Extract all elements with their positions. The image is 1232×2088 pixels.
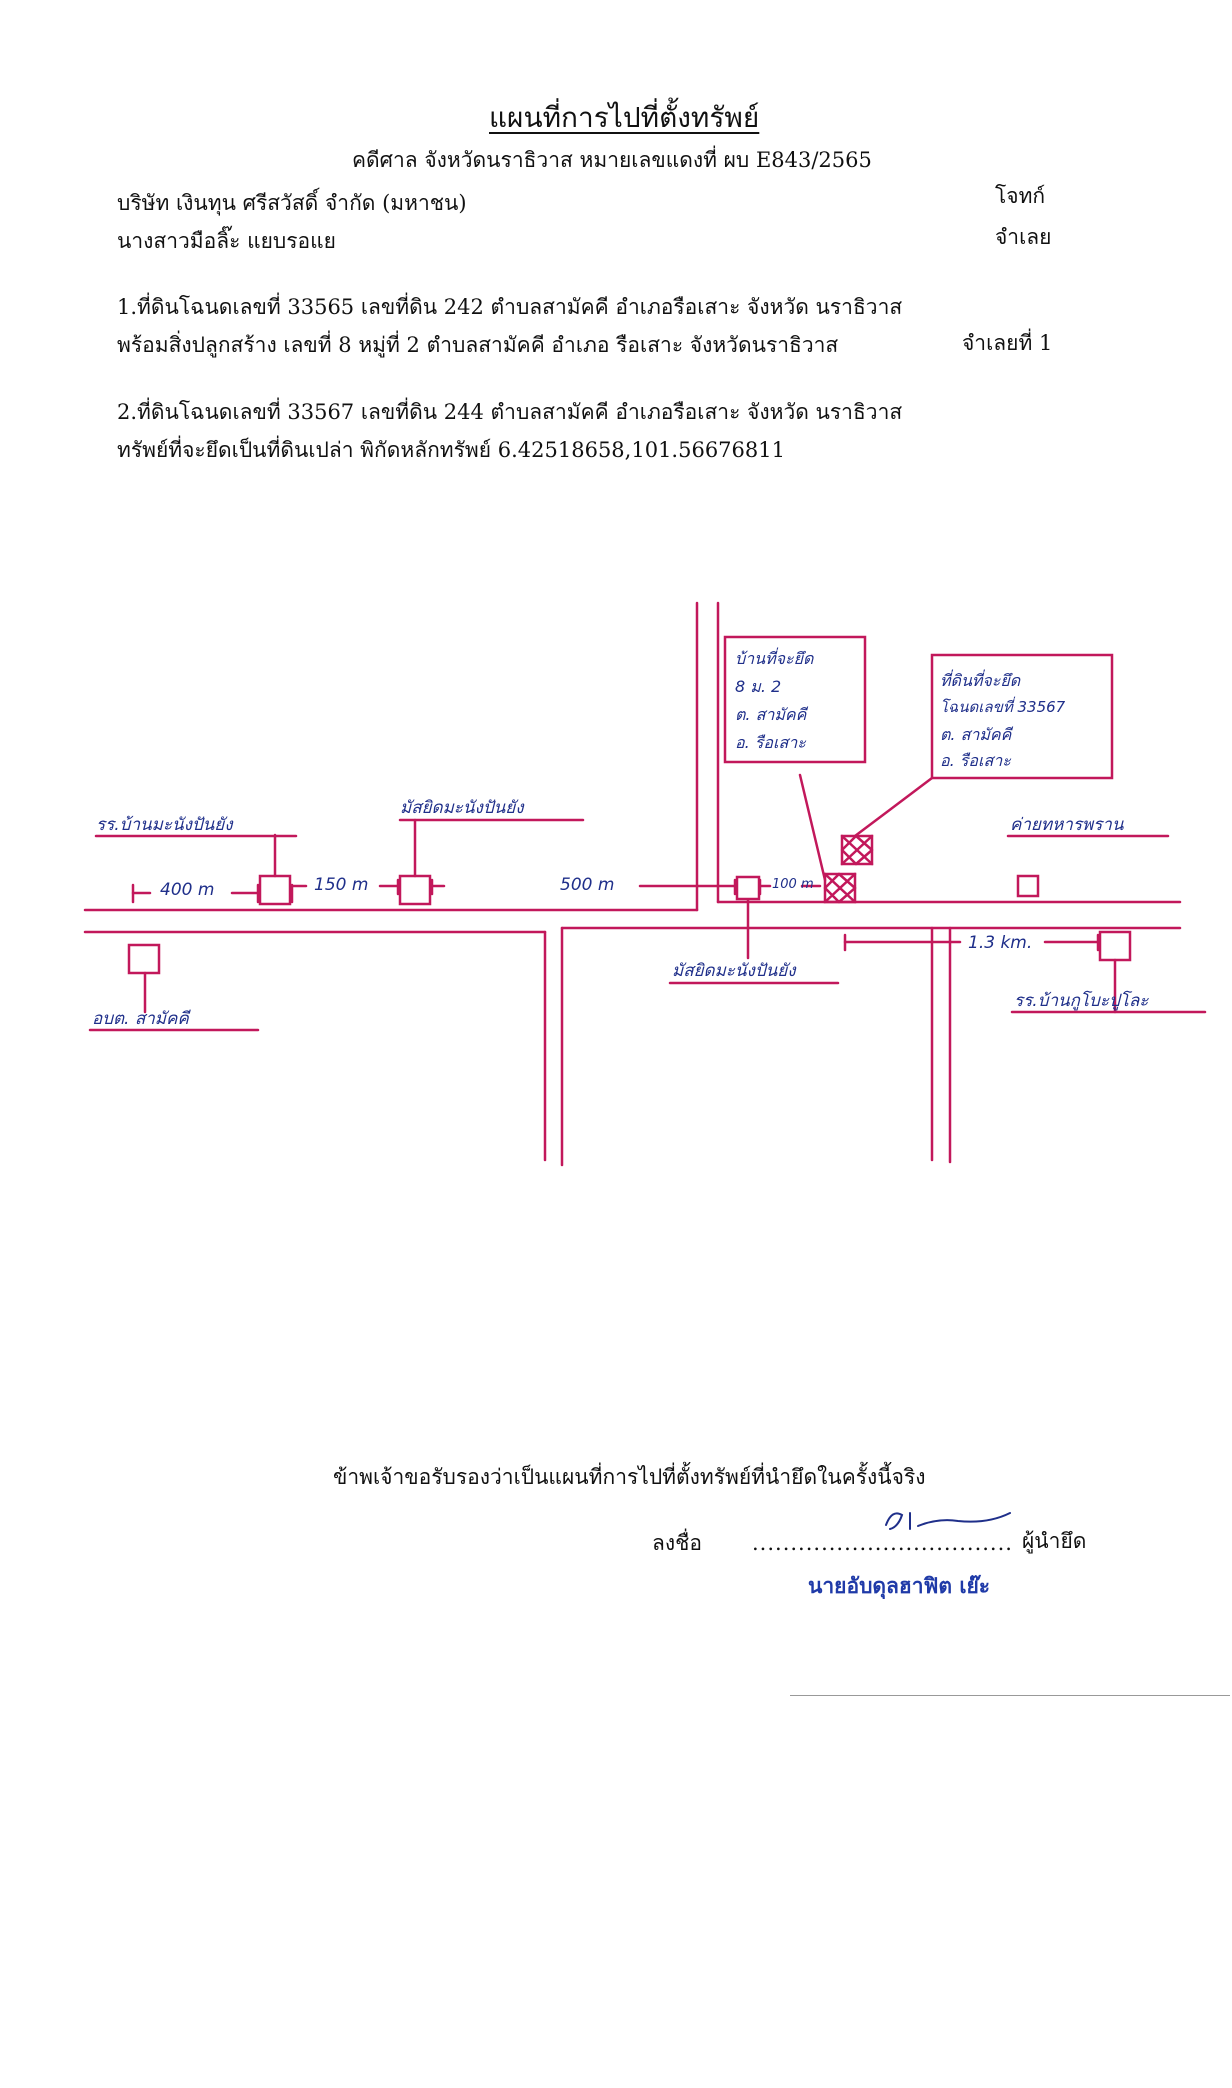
signature-line: .................................. [752,1531,1013,1555]
distance-1-3km: 1.3 km. [968,933,1032,953]
mosque-label-2: มัสยิดมะนังปันยัง [672,961,797,981]
property-1-line-2: พร้อมสิ่งปลูกสร้าง เลขที่ 8 หมู่ที่ 2 ตำ… [117,333,839,357]
page-title: แผนที่การไปที่ตั้งทรัพย์ [489,101,760,134]
camp-marker [1016,874,1040,898]
camp-label: ค่ายทหารพราน [1010,815,1124,835]
house-box-line-3: ต. สามัคคี [735,705,808,724]
certification-statement: ข้าพเจ้าขอรับรองว่าเป็นแผนที่การไปที่ตั้… [333,1465,926,1489]
house-box-line-4: อ. รือเสาะ [735,733,807,752]
property-2-line-1: 2.ที่ดินโฉนดเลขที่ 33567 เลขที่ดิน 244 ต… [117,400,903,424]
obt-label: อบต. สามัคคี [92,1009,192,1029]
handwritten-signature [885,1512,1011,1530]
distance-500m: 500 m [560,875,614,895]
sign-label: ลงชื่อ [652,1531,702,1555]
property-1-note: จำเลยที่ 1 [962,331,1053,355]
mosque-marker [398,874,432,906]
distance-400m: 400 m [160,880,214,900]
house-box-line-1: บ้านที่จะยึด [735,647,815,668]
defendant-name: นางสาวมือลิ๊ะ แยบรอแย [117,229,336,253]
house-box-line-2: 8 ม. 2 [735,677,781,696]
distance-150m: 150 m [314,875,368,895]
land-box-line-3: ต. สามัคคี [940,725,1013,744]
scan-divider [790,1695,1230,1696]
school-2-label: รร.บ้านกูโบะปูโละ [1014,990,1149,1011]
school-1-marker [258,874,292,906]
mosque-label: มัสยิดมะนังปันยัง [400,798,525,818]
house-marker [735,875,761,901]
property-2-line-2: ทรัพย์ที่จะยึดเป็นที่ดินเปล่า พิกัดหลักท… [117,438,785,462]
signer-name: นายอับดุลฮาฟิต เย๊ะ [808,1574,991,1598]
location-map: รร.บ้านมะนังปันยัง มัสยิดมะนังปันยัง 400… [83,601,1207,1167]
distance-100m: 100 m [772,877,814,892]
land-box-line-4: อ. รือเสาะ [940,751,1012,770]
case-number: คดีศาล จังหวัดนราธิวาส หมายเลขแดงที่ ผบ … [352,148,872,172]
obt-marker [127,943,161,975]
land-box-line-2: โฉนดเลขที่ 33567 [940,696,1066,716]
property-1-line-1: 1.ที่ดินโฉนดเลขที่ 33565 เลขที่ดิน 242 ต… [117,295,903,319]
land-description-box [930,653,1114,780]
house-description-box [723,635,867,764]
signer-role: ผู้นำยึด [1022,1529,1087,1553]
school-2-marker [1098,930,1132,962]
school-1-label: รร.บ้านมะนังปันยัง [96,815,234,835]
plaintiff-name: บริษัท เงินทุน ศรีสวัสดิ์ จำกัด (มหาชน) [117,191,467,215]
defendant-role: จำเลย [995,225,1052,249]
plaintiff-role: โจทก์ [995,184,1046,208]
land-box-line-1: ที่ดินที่จะยึด [940,669,1022,690]
